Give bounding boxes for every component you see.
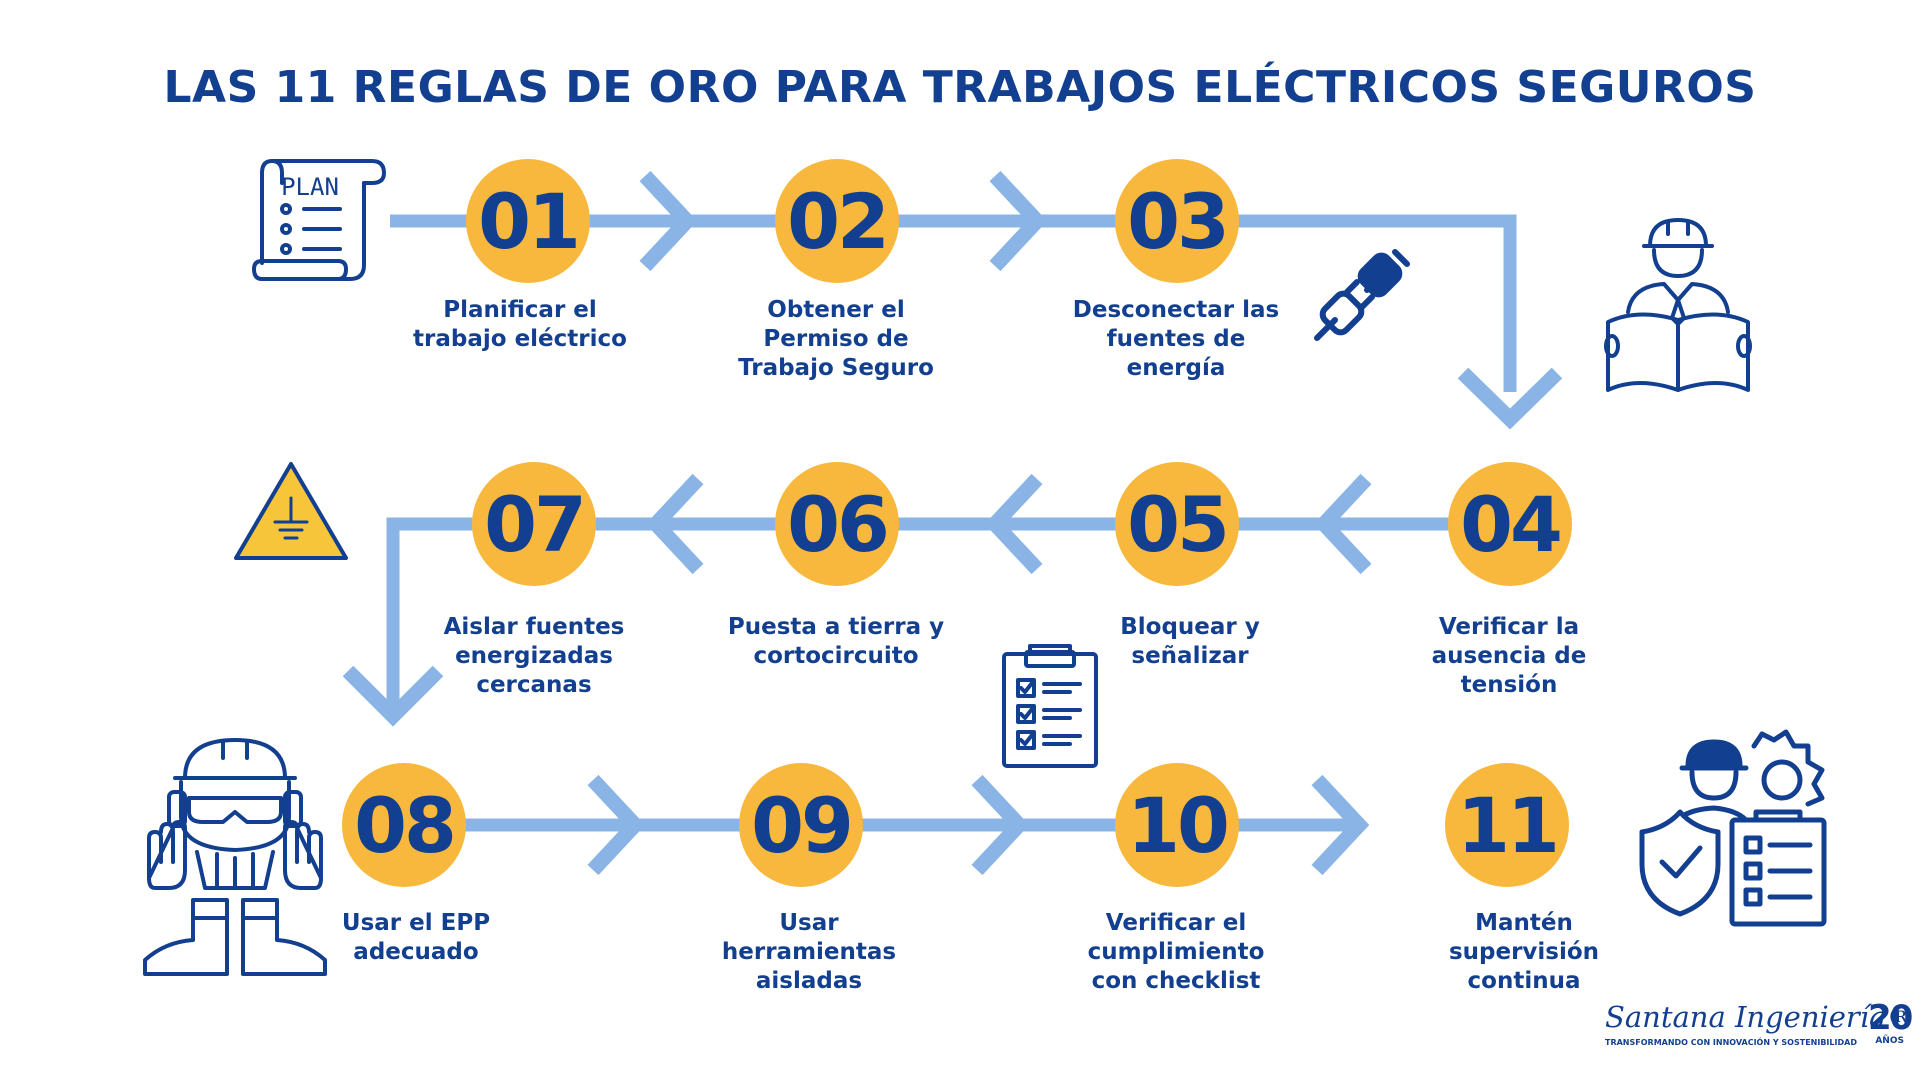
step-circle-01: 01	[466, 159, 590, 283]
anniversary-badge: 20 AÑOS	[1868, 998, 1913, 1046]
step-circle-07: 07	[472, 462, 596, 586]
chevron-left-icon	[984, 473, 1043, 575]
chevron-down-icon	[342, 665, 444, 727]
brand-logo: Santana Ingeniería® TRANSFORMANDO CON IN…	[1605, 1000, 1916, 1047]
page-title: LAS 11 REGLAS DE ORO PARA TRABAJOS ELÉCT…	[163, 62, 1757, 113]
chevron-down-icon	[1457, 367, 1563, 430]
svg-text:PLAN: PLAN	[281, 173, 339, 201]
supervision-icon	[1639, 729, 1827, 927]
step-circle-06: 06	[775, 462, 899, 586]
chevron-right-icon	[1311, 774, 1370, 876]
connector-row-1	[390, 214, 1517, 392]
plug-disconnect-icon	[1314, 249, 1410, 341]
step-circle-10: 10	[1115, 763, 1239, 887]
engineer-reading-icon	[1604, 218, 1752, 392]
worker-ppe-icon	[143, 738, 327, 976]
chevron-right-icon	[971, 774, 1030, 876]
chevron-right-icon	[989, 170, 1048, 272]
step-circle-11: 11	[1445, 763, 1569, 887]
step-circle-05: 05	[1115, 462, 1239, 586]
step-circle-02: 02	[775, 159, 899, 283]
grounding-warning-icon	[234, 462, 348, 560]
chevron-left-icon	[645, 473, 704, 575]
chevron-right-icon	[639, 170, 698, 272]
checklist-clipboard-icon	[1002, 644, 1098, 768]
brand-name: Santana Ingeniería®	[1605, 1000, 1916, 1034]
step-circle-04: 04	[1448, 462, 1572, 586]
brand-tagline: TRANSFORMANDO CON INNOVACIÓN Y SOSTENIBI…	[1605, 1038, 1857, 1047]
step-circle-09: 09	[739, 763, 863, 887]
step-circle-03: 03	[1115, 159, 1239, 283]
chevron-left-icon	[1313, 473, 1372, 575]
plan-document-icon: PLAN	[252, 159, 386, 281]
step-circle-08: 08	[342, 763, 466, 887]
chevron-right-icon	[587, 774, 646, 876]
